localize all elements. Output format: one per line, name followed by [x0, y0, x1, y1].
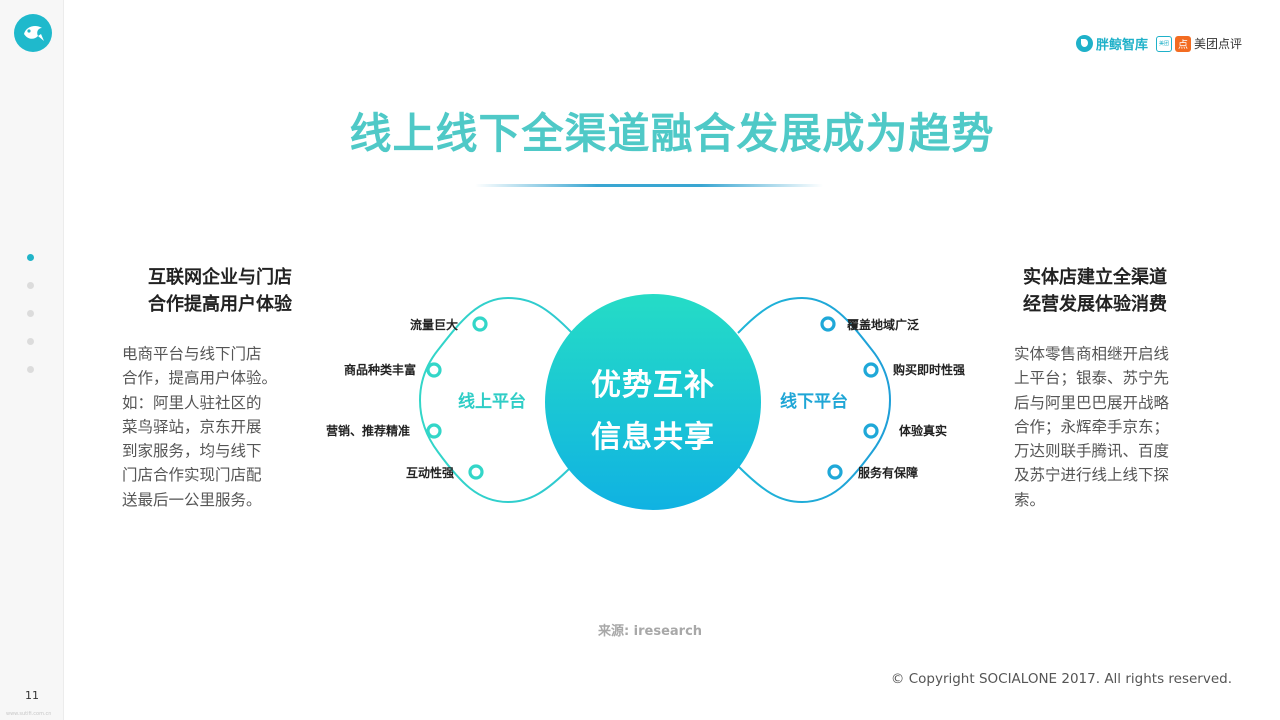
offline-node-2	[863, 362, 879, 378]
left-heading-line: 合作提高用户体验	[148, 294, 292, 315]
nav-dot-4[interactable]	[27, 338, 34, 345]
online-item-2: 商品种类丰富	[343, 363, 416, 377]
nav-dot-3[interactable]	[27, 310, 34, 317]
offline-item-4: 服务有保障	[858, 466, 919, 480]
right-heading: 实体店建立全渠道 经营发展体验消费	[985, 264, 1205, 318]
online-node-4	[468, 464, 484, 480]
right-body-line: 及苏宁进行线上线下探	[1014, 466, 1170, 485]
online-item-1: 流量巨大	[409, 318, 458, 332]
offline-node-3	[863, 423, 879, 439]
nav-dot-5[interactable]	[27, 366, 34, 373]
fish-logo-icon	[14, 14, 52, 52]
online-item-3: 营销、推荐精准	[325, 424, 410, 438]
left-body-line: 送最后一公里服务。	[122, 490, 262, 509]
diagram-nodes	[426, 316, 879, 480]
left-body-line: 门店合作实现门店配	[122, 466, 262, 485]
left-body: 电商平台与线下门店 合作，提高用户体验。 如：阿里人驻社区的 菜鸟驿站，京东开展…	[122, 342, 294, 512]
right-body-line: 合作；永辉牵手京东；	[1014, 417, 1170, 436]
right-heading-line: 实体店建立全渠道	[1023, 267, 1167, 288]
left-body-line: 合作，提高用户体验。	[122, 369, 278, 388]
offline-node-4	[827, 464, 843, 480]
slide-nav-dots	[27, 254, 34, 394]
offline-item-3: 体验真实	[899, 424, 948, 438]
left-heading: 互联网企业与门店 合作提高用户体验	[110, 264, 330, 318]
copyright: © Copyright SOCIALONE 2017. All rights r…	[890, 671, 1232, 687]
offline-item-1: 覆盖地域广泛	[847, 318, 920, 332]
right-body: 实体零售商相继开启线 上平台；银泰、苏宁先 后与阿里巴巴展开战略 合作；永辉牵手…	[1014, 342, 1186, 512]
left-body-line: 到家服务，均与线下	[122, 442, 262, 461]
meituan-badge-icon: 美团	[1155, 35, 1172, 52]
nav-dot-1[interactable]	[27, 254, 34, 261]
online-loop	[419, 296, 573, 504]
online-node-2	[426, 362, 442, 378]
online-node-3	[426, 423, 442, 439]
brand-logos: 胖鲸智库 美团 点 美团点评	[1075, 34, 1242, 53]
offline-item-2: 购买即时性强	[893, 363, 966, 377]
brand-meituan-name: 美团点评	[1193, 37, 1242, 51]
offline-node-1	[820, 316, 836, 332]
nav-dot-2[interactable]	[27, 282, 34, 289]
sidebar: 11 www.sutifi.com.cn	[0, 0, 64, 720]
left-body-line: 电商平台与线下门店	[122, 345, 262, 363]
title-underline	[475, 184, 823, 187]
left-body-line: 菜鸟驿站，京东开展	[122, 417, 262, 436]
center-line-1: 优势互补	[591, 368, 715, 403]
brand-pangjing-name: 胖鲸智库	[1095, 38, 1148, 53]
offline-platform-label: 线下平台	[780, 392, 848, 412]
center-line-2: 信息共享	[591, 420, 715, 455]
online-platform-label: 线上平台	[458, 392, 526, 412]
right-body-line: 万达则联手腾讯、百度	[1014, 442, 1170, 461]
online-item-4: 互动性强	[405, 466, 454, 480]
right-heading-line: 经营发展体验消费	[1023, 294, 1167, 315]
online-node-1	[472, 316, 488, 332]
page-title: 线上线下全渠道融合发展成为趋势	[349, 109, 995, 158]
brand-pangjing: 胖鲸智库	[1075, 34, 1148, 53]
dianping-icon: 点	[1174, 35, 1191, 52]
page-number: 11	[25, 689, 39, 702]
left-heading-line: 互联网企业与门店	[148, 267, 292, 288]
brand-meituan: 美团 点 美团点评	[1155, 35, 1242, 52]
whale-icon	[1075, 35, 1093, 52]
offline-loop	[737, 296, 891, 504]
center-circle	[545, 294, 761, 510]
right-body-line: 后与阿里巴巴展开战略	[1014, 393, 1170, 412]
left-body-line: 如：阿里人驻社区的	[122, 393, 262, 412]
right-body-line: 实体零售商相继开启线	[1014, 345, 1170, 363]
watermark-url: www.sutifi.com.cn	[6, 711, 52, 717]
right-body-line: 上平台；银泰、苏宁先	[1014, 369, 1170, 388]
right-body-line: 索。	[1014, 490, 1046, 509]
source-note: 来源: iresearch	[597, 624, 703, 639]
